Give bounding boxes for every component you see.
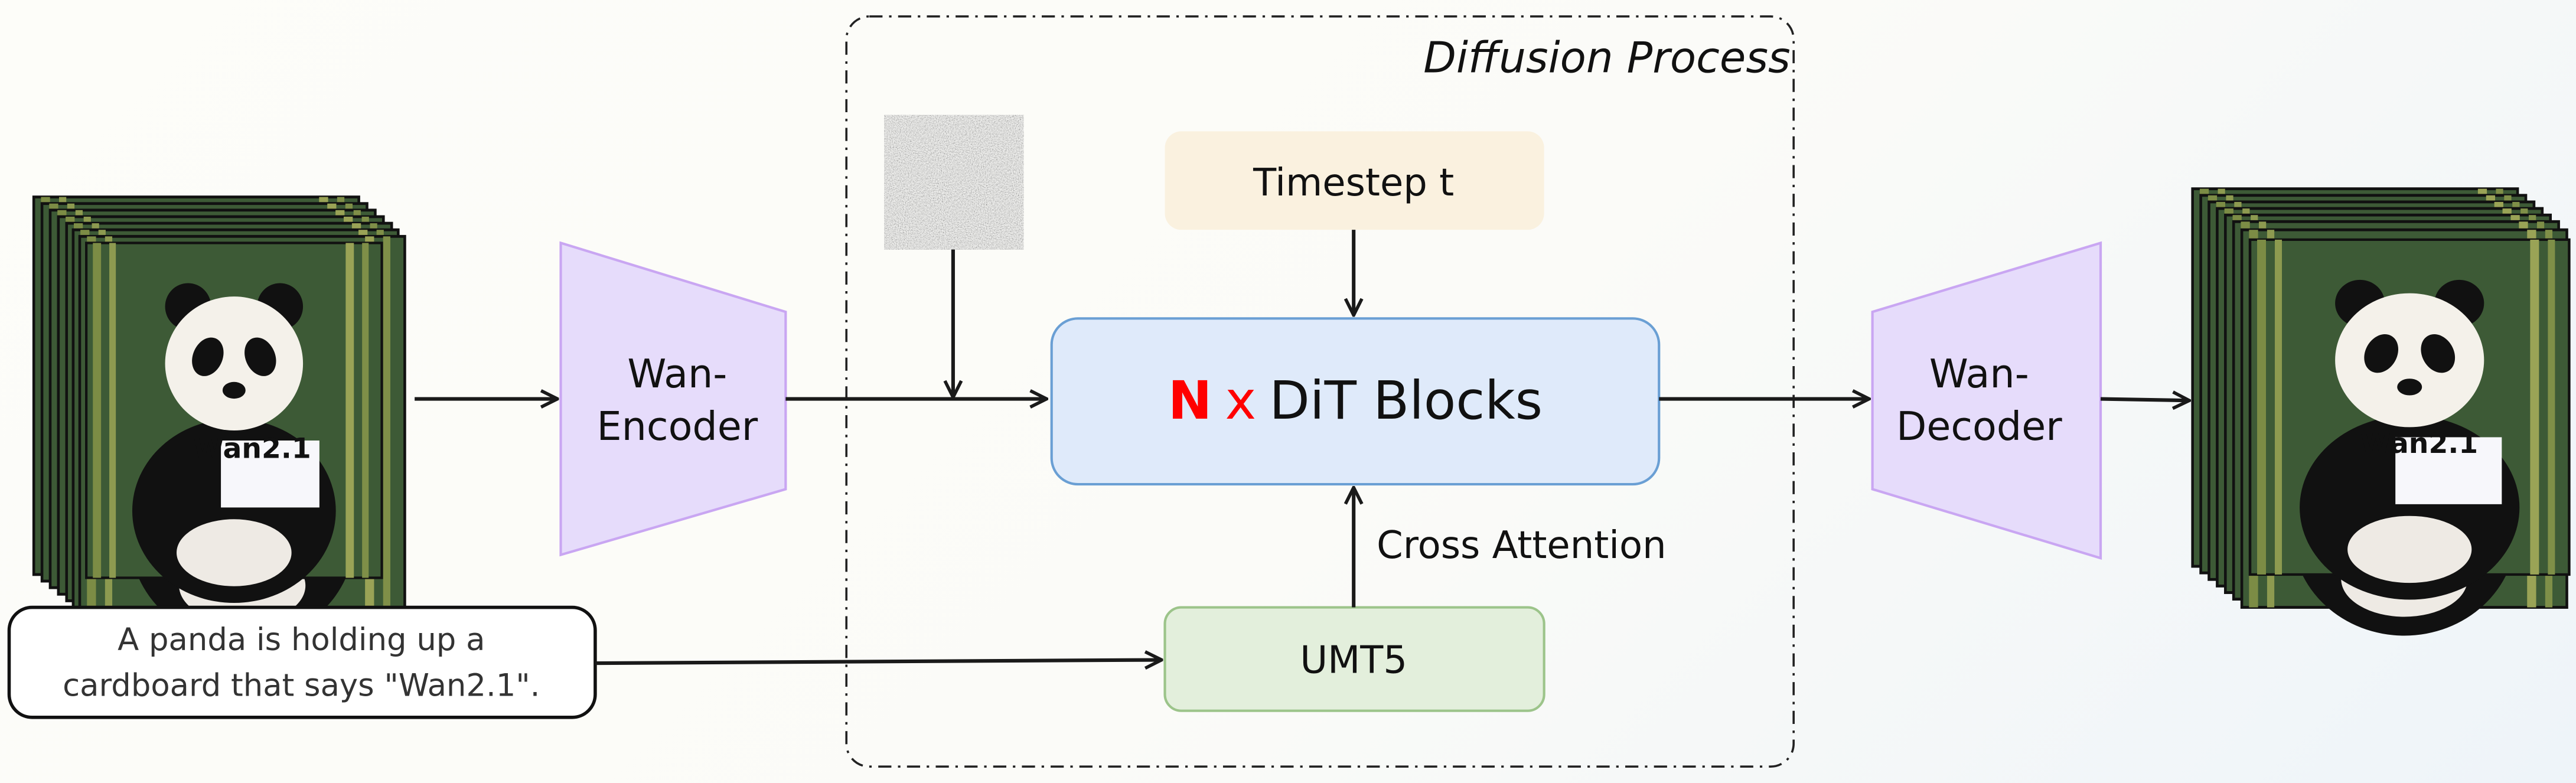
dit-x: x bbox=[1225, 370, 1257, 431]
timestep-box bbox=[1165, 131, 1544, 230]
output-video-frames: Wan2.1 bbox=[2193, 189, 2570, 636]
wan-decoder bbox=[1871, 241, 2102, 560]
prompt-line-2: cardboard that says "Wan2.1". bbox=[63, 668, 540, 704]
dit-blocks-text: DiT Blocks bbox=[1269, 370, 1543, 431]
wan-encoder bbox=[559, 241, 787, 557]
umt5-label: UMT5 bbox=[1300, 639, 1407, 683]
diffusion-process-region bbox=[845, 15, 1795, 768]
output-sign-text: Wan2.1 bbox=[2360, 428, 2478, 460]
decoder-label-1: Wan- bbox=[1929, 351, 2029, 397]
cross-attention-label: Cross Attention bbox=[1377, 524, 1667, 567]
prompt-line-1: A panda is holding up a bbox=[118, 622, 485, 658]
noise-latent bbox=[884, 115, 1024, 250]
encoder-label-2: Encoder bbox=[597, 403, 758, 449]
input-sign-text: Wan2.1 bbox=[193, 433, 311, 465]
decoder-label-2: Decoder bbox=[1896, 403, 2062, 449]
arrow-prompt-to-umt5 bbox=[595, 660, 1162, 664]
dit-n: N bbox=[1168, 370, 1212, 431]
diffusion-process-title: Diffusion Process bbox=[1423, 33, 1790, 83]
input-video-frames: Wan2.1 bbox=[34, 197, 405, 642]
timestep-label: Timestep t bbox=[1253, 161, 1454, 205]
encoder-label-1: Wan- bbox=[627, 351, 727, 397]
arrow-decoder-to-output bbox=[2100, 399, 2189, 401]
dit-blocks bbox=[1050, 317, 1661, 486]
